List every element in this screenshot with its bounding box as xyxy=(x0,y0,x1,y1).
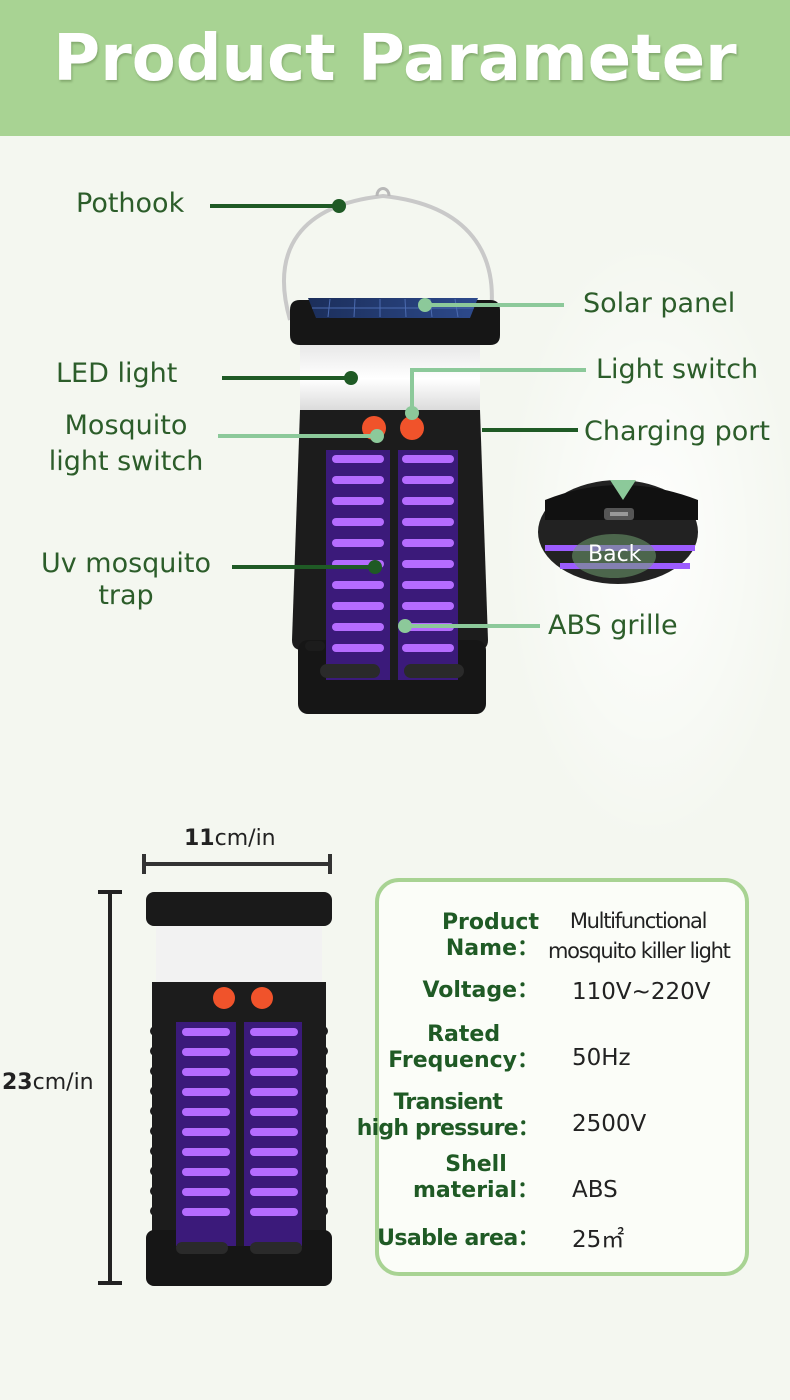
spec-key: Product Name： xyxy=(442,910,539,962)
spec-key-line2: material： xyxy=(413,1178,539,1203)
label-uv-trap: Uv mosquito trap xyxy=(28,548,224,612)
spec-key-line1: Rated xyxy=(427,1022,501,1047)
pothook-dot xyxy=(332,199,346,213)
width-dimension-unit: cm/in xyxy=(214,826,276,851)
spec-value: 2500V xyxy=(572,1111,647,1137)
charging-port-line xyxy=(482,428,578,432)
width-dimension-label: 11cm/in xyxy=(184,826,276,851)
label-light-switch: Light switch xyxy=(596,354,759,385)
mosquito-switch-dot xyxy=(370,429,384,443)
page-title: Product Parameter xyxy=(53,22,737,96)
product-illustration xyxy=(282,187,698,714)
light-switch-line xyxy=(410,368,586,372)
height-dimension-label: 23cm/in xyxy=(2,1070,94,1095)
led-light-dot xyxy=(344,371,358,385)
label-abs-grille: ABS grille xyxy=(548,610,678,641)
spec-value-line2: mosquito killer light xyxy=(548,939,731,963)
mosquito-switch-line xyxy=(218,434,378,438)
pothook-line xyxy=(210,204,340,208)
light-switch-vline xyxy=(410,368,414,412)
spec-key-line1: Shell xyxy=(445,1152,507,1177)
label-led-light: LED light xyxy=(56,358,178,389)
spec-key: Voltage： xyxy=(422,978,539,1003)
height-dimension-number: 23 xyxy=(2,1070,33,1095)
spec-key-line2: Name： xyxy=(445,936,539,961)
width-dimension-number: 11 xyxy=(184,826,215,851)
abs-grille-line xyxy=(404,624,540,628)
label-pothook: Pothook xyxy=(76,188,185,219)
spec-key: Rated Frequency： xyxy=(388,1022,539,1074)
spec-key: Shell material： xyxy=(413,1152,539,1204)
spec-key-line1: Product xyxy=(441,910,539,935)
spec-key-line2: high pressure： xyxy=(356,1116,540,1141)
label-mosquito-switch: Mosquito light switch xyxy=(38,410,214,478)
spec-value: Multifunctional mosquito killer light xyxy=(548,906,731,966)
solar-panel-line xyxy=(424,303,564,307)
spec-key-line2: Frequency： xyxy=(388,1048,539,1073)
light-switch-dot xyxy=(405,406,419,420)
spec-table: Product Name： Multifunctional mosquito k… xyxy=(357,878,749,1276)
label-uv-trap-line2: trap xyxy=(98,580,154,611)
dimension-illustration xyxy=(98,854,332,1286)
spec-value: 25㎡ xyxy=(572,1227,625,1253)
uv-trap-line xyxy=(232,565,374,569)
spec-value: 110V~220V xyxy=(572,979,711,1005)
solar-panel-dot xyxy=(418,298,432,312)
label-mosquito-switch-line2: light switch xyxy=(48,446,204,477)
label-uv-trap-line1: Uv mosquito xyxy=(40,548,212,579)
spec-key-line1: Transient xyxy=(393,1090,503,1115)
label-charging-port: Charging port xyxy=(584,416,770,447)
label-solar-panel: Solar panel xyxy=(583,288,736,319)
header-banner: Product Parameter xyxy=(0,0,790,136)
spec-value: 50Hz xyxy=(572,1045,631,1071)
label-mosquito-switch-line1: Mosquito xyxy=(64,410,188,441)
led-light-line xyxy=(222,376,350,380)
uv-trap-dot xyxy=(368,560,382,574)
spec-key: Usable area： xyxy=(377,1226,540,1251)
spec-key: Transient high pressure： xyxy=(356,1090,540,1142)
label-back: Back xyxy=(588,542,642,567)
abs-grille-dot xyxy=(398,619,412,633)
spec-value-line1: Multifunctional xyxy=(569,909,708,933)
height-dimension-unit: cm/in xyxy=(32,1070,94,1095)
spec-value: ABS xyxy=(572,1177,618,1203)
